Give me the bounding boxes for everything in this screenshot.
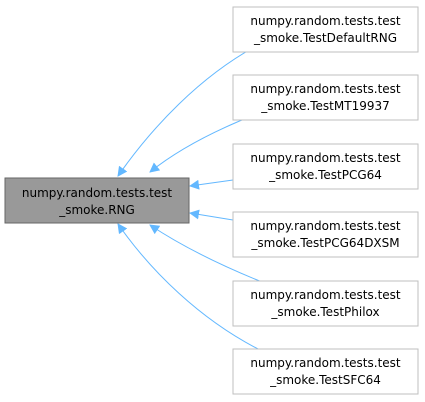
derived-class-label-line1: numpy.random.tests.test [250,151,401,165]
edge-testsfc64 [117,223,263,352]
edge-testphilox [149,224,263,283]
derived-class-label-line1: numpy.random.tests.test [250,219,401,233]
base-class-label-line1: numpy.random.tests.test [22,186,173,200]
derived-class-label-line2: _smoke.TestPhilox [270,305,379,319]
derived-class-label-line2: _smoke.TestSFC64 [269,373,381,387]
derived-class-node-testmt19937[interactable]: numpy.random.tests.test _smoke.TestMT199… [232,74,419,121]
derived-class-label-line2: _smoke.TestDefaultRNG [253,31,397,45]
derived-class-label-line2: _smoke.TestPCG64 [268,168,382,182]
derived-class-label-line1: numpy.random.tests.test [250,356,401,370]
derived-class-label-line1: numpy.random.tests.test [250,288,401,302]
edge-testpcg64 [189,179,234,190]
edge-testdefaultrng [117,42,263,177]
derived-class-node-testdefaultrng[interactable]: numpy.random.tests.test _smoke.TestDefau… [232,6,419,53]
derived-class-label-line2: _smoke.TestPCG64DXSM [250,236,399,250]
derived-class-label-line1: numpy.random.tests.test [250,14,401,28]
derived-class-node-testphilox[interactable]: numpy.random.tests.test _smoke.TestPhilo… [232,280,419,327]
derived-class-label-line2: _smoke.TestMT19937 [260,99,390,113]
derived-class-node-testpcg64dxsm[interactable]: numpy.random.tests.test _smoke.TestPCG64… [232,211,419,258]
edge-testpcg64dxsm [189,209,234,221]
derived-class-node-testpcg64[interactable]: numpy.random.tests.test _smoke.TestPCG64 [232,143,419,190]
derived-class-label-line1: numpy.random.tests.test [250,82,401,96]
base-class-node[interactable]: numpy.random.tests.test _smoke.RNG [4,177,190,224]
base-class-label-line2: _smoke.RNG [58,203,135,217]
derived-class-node-testsfc64[interactable]: numpy.random.tests.test _smoke.TestSFC64 [232,348,419,395]
